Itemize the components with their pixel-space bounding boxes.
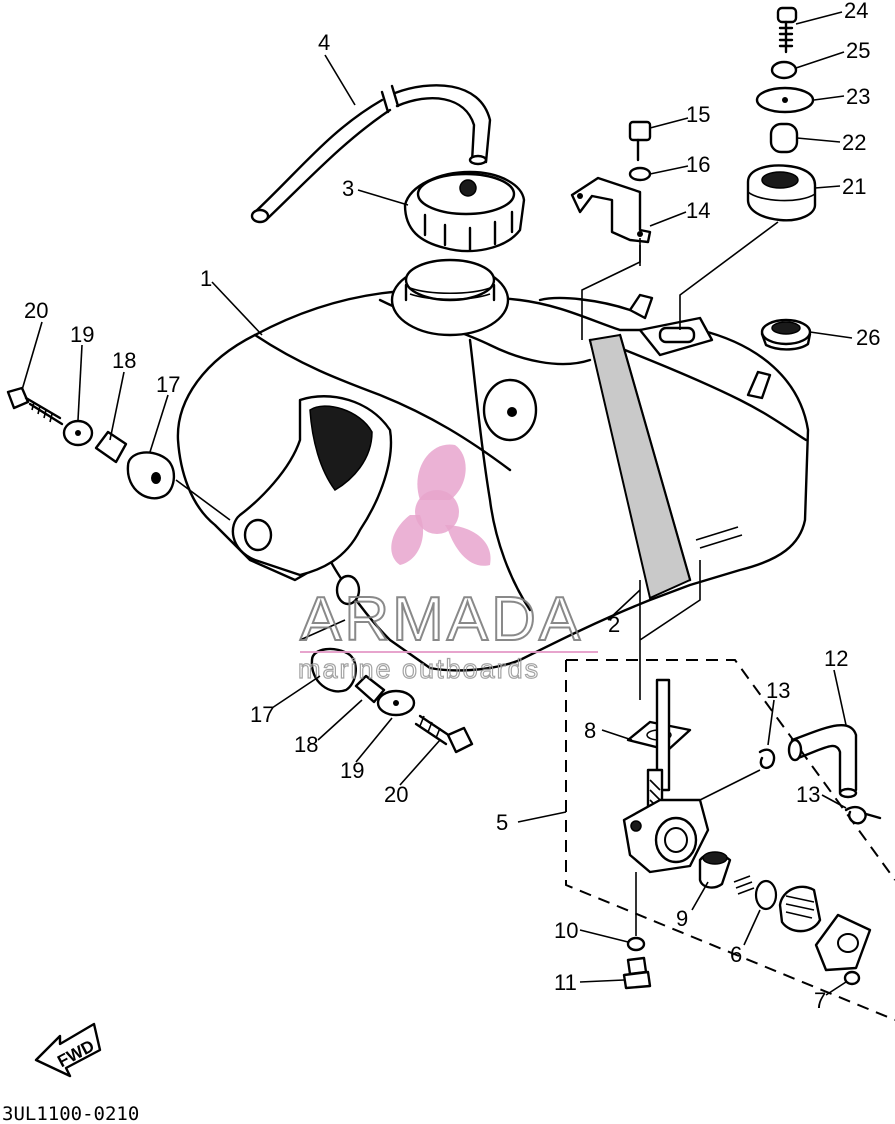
grommet <box>760 318 812 351</box>
fwd-arrow: FWD <box>34 1022 102 1078</box>
callout-26: 26 <box>856 325 880 350</box>
callout-17-upper: 17 <box>156 372 180 397</box>
callout-25: 25 <box>846 38 870 63</box>
callout-18-lower: 18 <box>294 732 318 757</box>
callout-21: 21 <box>842 174 866 199</box>
callout-23: 23 <box>846 84 870 109</box>
callout-16: 16 <box>686 152 710 177</box>
callout-22: 22 <box>842 130 866 155</box>
tank-side-strip <box>588 333 692 600</box>
lower-mount-hardware <box>299 619 474 754</box>
filler-cap <box>403 170 526 253</box>
leader-lines <box>21 11 853 996</box>
watermark-propeller-icon <box>417 444 466 500</box>
callout-18-upper: 18 <box>112 348 136 373</box>
callout-4: 4 <box>318 30 330 55</box>
callout-24: 24 <box>844 0 868 23</box>
callout-13-upper: 13 <box>766 678 790 703</box>
callout-2: 2 <box>608 612 620 637</box>
callout-13-lower: 13 <box>796 782 820 807</box>
callout-8: 8 <box>584 718 596 743</box>
watermark-logo: ARMADA marine outboards <box>297 444 598 685</box>
callout-labels: 4 3 1 20 19 18 17 15 16 14 24 25 23 22 2… <box>24 0 880 1013</box>
callout-17-lower: 17 <box>250 702 274 727</box>
bracket-assembly <box>570 120 652 340</box>
diagram-code: 3UL1100-0210 <box>2 1103 139 1124</box>
callout-12: 12 <box>824 646 848 671</box>
callout-20-upper: 20 <box>24 298 48 323</box>
callout-5: 5 <box>496 810 508 835</box>
watermark-brand: ARMADA <box>300 585 583 654</box>
damper-stack <box>679 6 817 330</box>
callout-15: 15 <box>686 102 710 127</box>
callout-14: 14 <box>686 198 710 223</box>
watermark-tagline: marine outboards <box>298 654 540 684</box>
callout-19-lower: 19 <box>340 758 364 783</box>
callout-9: 9 <box>676 906 688 931</box>
callout-3: 3 <box>342 176 354 201</box>
callout-20-lower: 20 <box>384 782 408 807</box>
callout-19-upper: 19 <box>70 322 94 347</box>
left-mount-hardware <box>6 386 231 521</box>
callout-7: 7 <box>814 988 826 1013</box>
breather-hose <box>250 84 492 224</box>
fuel-tank <box>176 258 810 672</box>
callout-10: 10 <box>554 918 578 943</box>
callout-11: 11 <box>554 970 577 995</box>
fuel-cock-assembly <box>565 560 895 1021</box>
callout-1: 1 <box>200 266 212 291</box>
callout-6: 6 <box>730 942 742 967</box>
